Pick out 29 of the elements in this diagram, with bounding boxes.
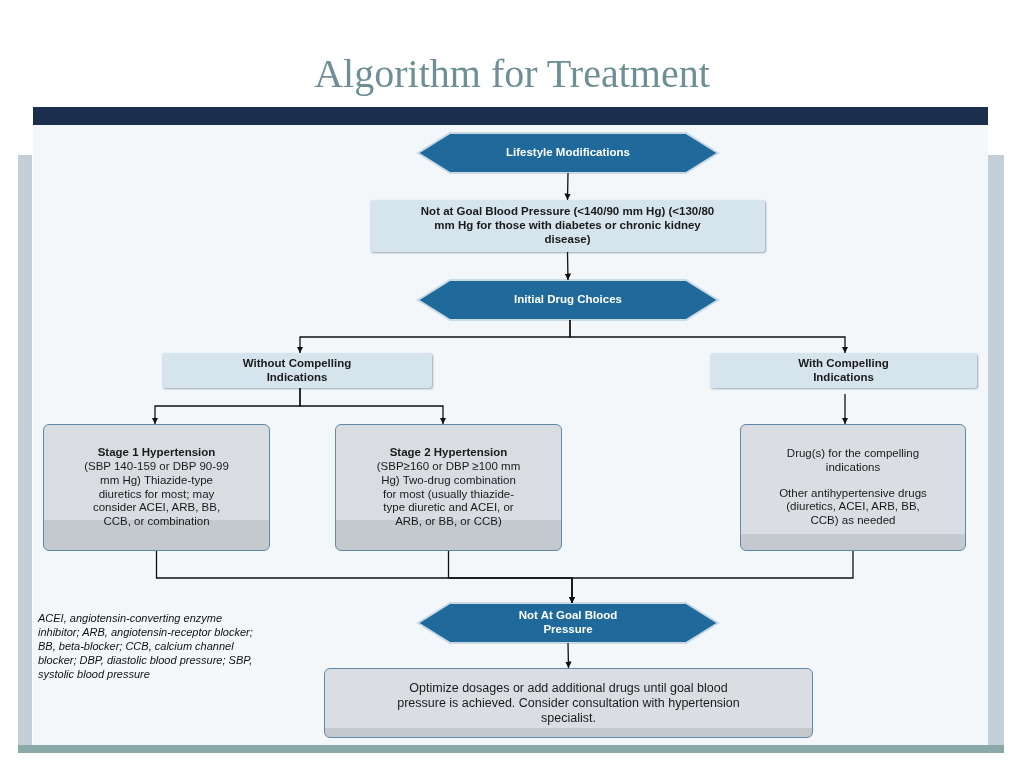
connector-arrow bbox=[564, 251, 572, 281]
heading-box bbox=[162, 353, 432, 388]
step-label: Not At Goal Blood Pressure bbox=[517, 609, 619, 637]
step-label: With Compelling Indications bbox=[797, 356, 890, 385]
box-text: Other antihypertensive drugs (diuretics, ACEI, ARB, BB, CCB) as needed bbox=[778, 486, 928, 528]
connector-arrow bbox=[564, 172, 571, 201]
connector-arrow bbox=[569, 319, 849, 354]
box-text: Drug(s) for the compelling indications bbox=[785, 447, 921, 475]
step-label: Lifestyle Modifications bbox=[506, 146, 630, 160]
step-label: Initial Drug Choices bbox=[514, 293, 622, 307]
process-box bbox=[43, 424, 270, 551]
box-text: (SBP≥160 or DBP ≥100 mm Hg) Two-drug combination for most (usually thiazide-type diuretic and ACEI, or ARB, or BB, or CCB) bbox=[375, 459, 522, 529]
box-text: Optimize dosages or add additional drugs until goal blood pressure is achieved. Consider consultation with hypertension specialist. bbox=[396, 680, 741, 726]
heading-box bbox=[370, 200, 765, 252]
connector-arrow bbox=[568, 550, 854, 604]
connector-arrow bbox=[299, 387, 447, 425]
stage-heading: Stage 2 Hypertension bbox=[389, 446, 508, 460]
heading-box bbox=[710, 353, 977, 388]
connector-arrow bbox=[841, 393, 849, 425]
connector-arrow bbox=[565, 642, 572, 669]
stage-heading: Stage 1 Hypertension bbox=[97, 446, 216, 460]
box-text: (SBP 140-159 or DBP 90-99 mm Hg) Thiazide-type diuretics for most; may consider ACEI, ARB, BB, CCB, or combination bbox=[83, 459, 230, 529]
process-box bbox=[324, 668, 813, 738]
abbreviation-note: ACEI, angiotensin-converting enzyme inhibitor; ARB, angiotensin-receptor blocker; BB, beta-blocker; CCB, calcium channel blocker; DBP, diastolic blood pressure; SBP, systolic blood pressure bbox=[38, 612, 254, 682]
step-label: Not at Goal Blood Pressure (<140/90 mm Hg) (<130/80 mm Hg for those with diabetes or chronic kidney disease) bbox=[419, 205, 716, 247]
step-label: Without Compelling Indications bbox=[241, 356, 353, 385]
slide-title: Algorithm for Treatment bbox=[314, 51, 710, 96]
process-box bbox=[740, 424, 966, 551]
process-box bbox=[335, 424, 562, 551]
